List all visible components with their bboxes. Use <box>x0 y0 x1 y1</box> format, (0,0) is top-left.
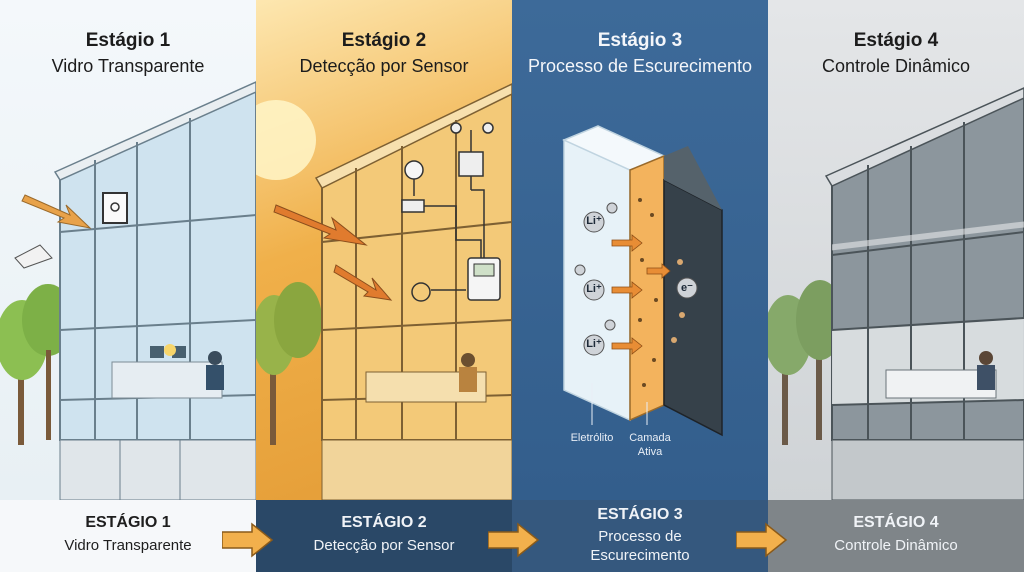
stage-1-title: Estágio 1 <box>85 30 171 51</box>
flow-arrow-1 <box>222 522 274 558</box>
footer-stage-1-line1: Vidro Transparente <box>64 537 192 554</box>
electron-particle <box>676 277 698 299</box>
stage-3-subtitle: Processo de Escurecimento <box>527 56 753 76</box>
brain-icon <box>411 282 431 302</box>
flow-arrow-3 <box>736 522 788 558</box>
ion-label-3: Li⁺ <box>586 338 602 350</box>
weather-station-icon <box>450 122 494 190</box>
ion-li-2 <box>583 279 605 301</box>
stage-1-subtitle: Vidro Transparente <box>51 56 205 76</box>
stage-1-panel: Estágio 1 Vidro Transparente <box>0 0 256 500</box>
electron-label: e⁻ <box>681 282 693 294</box>
light-sensor-icon <box>102 192 128 224</box>
stage-1-illustration <box>0 81 256 500</box>
ion-li-3 <box>583 334 605 356</box>
footer-stage-1: ESTÁGIO 1 Vidro Transparente <box>0 500 256 572</box>
stage-2-panel: Estágio 2 Detecção por Sensor <box>256 0 512 500</box>
stage-4-title: Estágio 4 <box>853 30 939 51</box>
dome-sensor-icon <box>404 160 424 180</box>
stage-3-title: Estágio 3 <box>597 30 683 51</box>
stage-2-subtitle: Detecção por Sensor <box>299 56 469 76</box>
sunlight-arrow <box>273 204 368 246</box>
sun-icon <box>256 100 316 180</box>
footer-stage-4-title: ESTÁGIO 4 <box>853 514 939 531</box>
stage-4-panel: Estágio 4 Controle Dinâmico <box>768 0 1024 500</box>
ion-li-1 <box>583 211 605 233</box>
stage-2-title: Estágio 2 <box>341 30 427 51</box>
camera-icon <box>401 199 425 213</box>
footer-stage-3-line2: Escurecimento <box>590 547 690 564</box>
footer-stage-2: ESTÁGIO 2 Detecção por Sensor <box>256 500 512 572</box>
footer-stage-1-title: ESTÁGIO 1 <box>85 514 171 531</box>
stage-3-panel: Li⁺ Li⁺ Li⁺ e⁻ Eletrólito Camada Ativa E… <box>512 0 768 500</box>
footer-stage-3: ESTÁGIO 3 Processo de Escurecimento <box>512 500 768 572</box>
footer-stage-4-line1: Controle Dinâmico <box>834 537 958 554</box>
footer-stage-2-line1: Detecção por Sensor <box>313 537 455 554</box>
lightbulb-icon <box>164 344 176 356</box>
stage-3-illustration <box>562 125 723 437</box>
flow-arrow-2 <box>488 522 540 558</box>
bird-icon <box>14 244 53 269</box>
footer-stage-4: ESTÁGIO 4 Controle Dinâmico <box>768 500 1024 572</box>
stage-4-illustration <box>768 87 1024 500</box>
active-layer-label-line1: Camada <box>629 432 671 444</box>
tree-left-stage2 <box>256 282 322 445</box>
electrolyte-label: Eletrólito <box>570 432 614 444</box>
ion-flow-arrows <box>611 234 671 355</box>
stage-2-illustration <box>256 83 512 500</box>
ion-label-2: Li⁺ <box>586 283 602 295</box>
footer-stage-3-title: ESTÁGIO 3 <box>597 506 683 523</box>
footer-stage-2-title: ESTÁGIO 2 <box>341 514 427 531</box>
sunlight-arrow <box>21 194 92 229</box>
footer-stage-3-line1: Processo de <box>598 528 682 545</box>
ion-label-1: Li⁺ <box>586 215 602 227</box>
active-layer-label-line2: Ativa <box>637 446 663 458</box>
stage-4-subtitle: Controle Dinâmico <box>821 56 971 76</box>
dark-glass-layer <box>663 178 723 437</box>
